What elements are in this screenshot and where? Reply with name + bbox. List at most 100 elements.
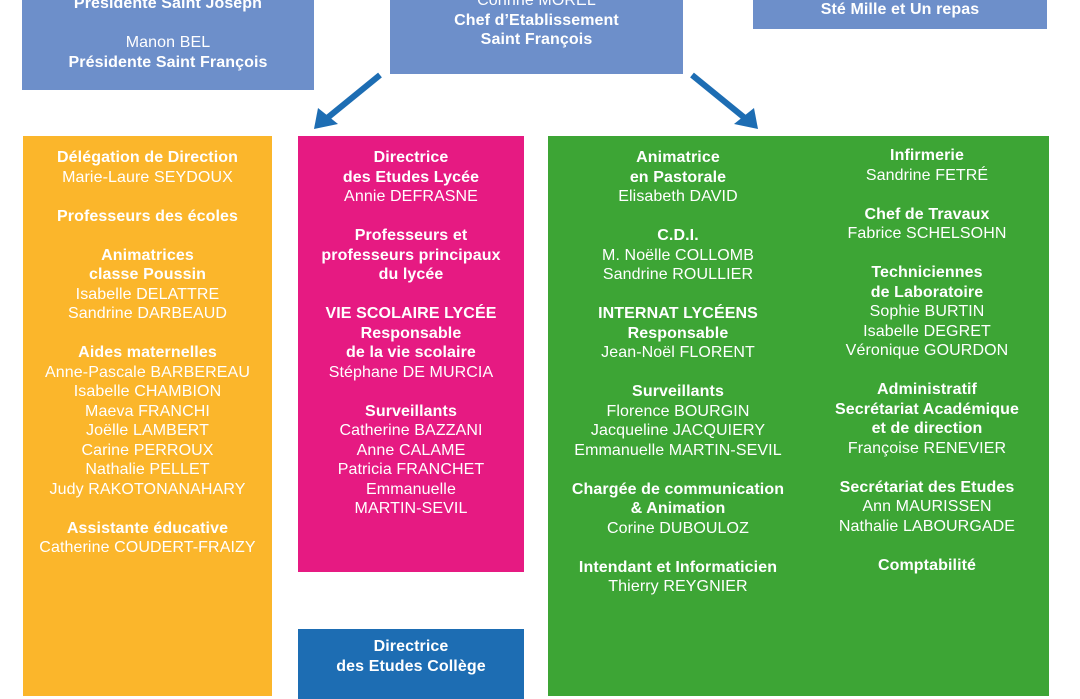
person-name: Manon BEL: [125, 34, 211, 51]
person-name: Annie DEFRASNE: [344, 188, 478, 205]
person-name: Corine DUBOULOZ: [607, 519, 749, 537]
role-heading: Comptabilité: [877, 556, 977, 574]
person-name: Patricia FRANCHET: [337, 461, 485, 478]
role-heading: Directrice: [373, 149, 449, 166]
role-heading: Responsable: [360, 324, 462, 342]
person-name: Isabelle CHAMBION: [73, 383, 222, 400]
person-name: Joëlle LAMBERT: [86, 422, 209, 439]
spacer: [548, 207, 808, 227]
role-heading: & Animation: [630, 500, 726, 517]
role-heading: Chef de Travaux: [864, 205, 990, 223]
person-name: Sandrine FETRÉ: [865, 166, 989, 184]
role-heading: INTERNAT LYCÉENS: [598, 305, 758, 322]
person-name: Florence BOURGIN: [606, 402, 750, 420]
spacer: [812, 536, 1042, 556]
role-heading: et de direction: [871, 420, 983, 437]
role-heading: Saint François: [480, 31, 593, 48]
role-heading: Délégation de Direction: [57, 149, 238, 166]
spacer: [548, 538, 808, 558]
arrow-right: [690, 72, 758, 129]
person-name: Nathalie PELLET: [85, 461, 210, 478]
role-heading: Intendant et Informaticien: [578, 558, 778, 576]
role-heading: Sté Mille et Un repas: [820, 1, 980, 18]
person-name: Emmanuelle MARTIN-SEVIL: [574, 441, 782, 459]
spacer: [812, 244, 1042, 264]
role-heading: Surveillants: [632, 383, 724, 400]
person-name: Anne CALAME: [356, 441, 466, 459]
spacer: [23, 226, 272, 246]
role-heading: professeurs principaux: [321, 246, 501, 264]
person-name: Stéphane DE MURCIA: [328, 363, 494, 381]
role-heading: C.D.I.: [657, 227, 699, 244]
navy-box-college: Directrice des Etudes Collège: [298, 629, 524, 699]
person-name: Sandrine ROULLIER: [602, 266, 754, 283]
spacer: [298, 207, 524, 227]
role-heading: Secrétariat Académique: [835, 400, 1019, 418]
arrow-left: [314, 72, 382, 129]
person-name: Corinne MOREL: [477, 0, 596, 9]
role-heading: Professeurs et: [354, 227, 468, 244]
role-heading: des Etudes Collège: [336, 657, 486, 675]
person-name: Françoise RENEVIER: [847, 439, 1007, 457]
top-right-box: Sté Mille et Un repas: [753, 0, 1047, 29]
role-heading: Directrice: [373, 638, 449, 655]
role-heading: Secrétariat des Etudes: [839, 478, 1015, 496]
role-heading: Chargée de communication: [571, 480, 785, 498]
person-name: Sophie BURTIN: [869, 303, 985, 320]
person-name: Maeva FRANCHI: [85, 402, 210, 420]
role-heading: Chef d’Etablissement: [454, 11, 619, 29]
spacer: [298, 382, 524, 402]
navy-lines: Directrice des Etudes Collège: [298, 637, 524, 676]
person-name: Emmanuelle: [366, 480, 456, 498]
person-name: Anne-Pascale BARBEREAU: [45, 363, 250, 381]
person-name: Carine PERROUX: [81, 441, 214, 459]
role-heading: Animatrice: [636, 149, 720, 166]
role-heading: Surveillants: [365, 402, 457, 420]
role-heading: Assistante éducative: [66, 519, 229, 537]
person-name: Ann MAURISSEN: [862, 498, 992, 515]
spacer: [812, 185, 1042, 205]
role-heading: VIE SCOLAIRE LYCÉE: [325, 305, 497, 322]
person-name: MARTIN-SEVIL: [354, 500, 468, 517]
person-name: M. Noëlle COLLOMB: [602, 246, 754, 264]
person-name: Elisabeth DAVID: [618, 188, 738, 205]
role-heading: de la vie scolaire: [346, 344, 476, 361]
role-heading: classe Poussin: [88, 266, 207, 283]
spacer: [23, 499, 272, 519]
spacer: [23, 187, 272, 207]
spacer: [23, 324, 272, 344]
role-heading: du lycée: [378, 266, 444, 283]
role-heading: Présidente Saint Joseph: [73, 0, 263, 12]
person-name: Catherine BAZZANI: [339, 422, 483, 439]
role-heading: Aides maternelles: [78, 344, 217, 361]
spacer: [812, 361, 1042, 381]
person-name: Jacqueline JACQUIERY: [590, 422, 766, 439]
role-heading: Présidente Saint François: [68, 53, 268, 71]
person-name: Fabrice SCHELSOHN: [847, 225, 1007, 242]
role-heading: Responsable: [627, 324, 729, 342]
person-name: Marie-Laure SEYDOUX: [62, 168, 233, 186]
person-name: Isabelle DEGRET: [863, 322, 991, 340]
spacer: [548, 285, 808, 305]
connector-arrows: [314, 72, 758, 129]
role-heading: Techniciennes: [871, 264, 983, 281]
spacer: [548, 363, 808, 383]
spacer: [548, 460, 808, 480]
person-name: Nathalie LABOURGADE: [838, 517, 1016, 535]
role-heading: en Pastorale: [629, 168, 727, 186]
role-heading: Professeurs des écoles: [57, 207, 238, 225]
role-heading: de Laboratoire: [870, 283, 984, 301]
role-heading: Administratif: [877, 381, 977, 398]
spacer: [298, 285, 524, 305]
